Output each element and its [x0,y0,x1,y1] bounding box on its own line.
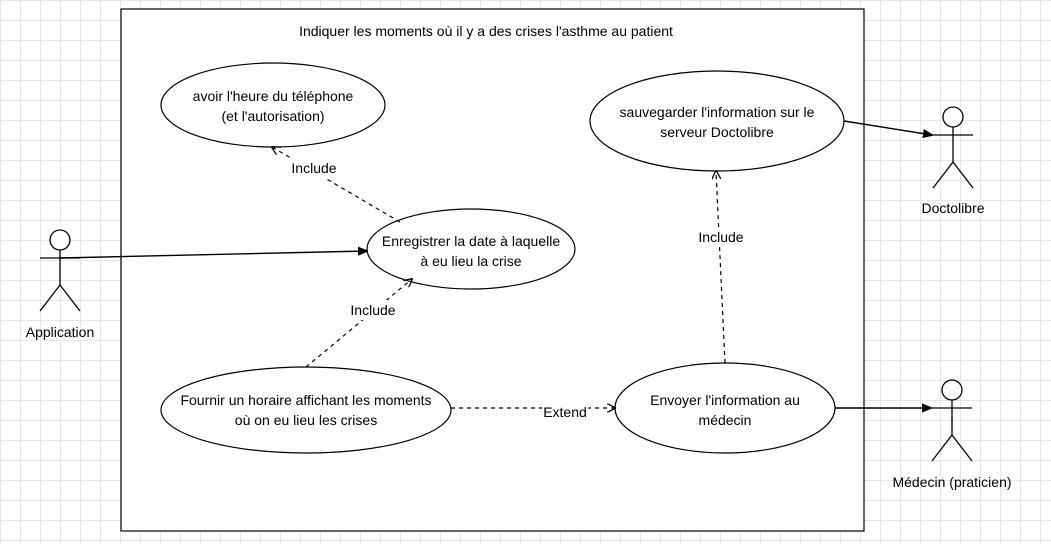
include-sauvegarder-edge [716,171,726,364]
actor-application[interactable] [39,229,81,312]
use-case-envoyer-label: Envoyer l'information au médecin [650,390,800,430]
include-heure-label: Include [290,158,338,178]
actor-doctolibre-label: Doctolibre [921,200,985,216]
actor-application-label: Application [25,324,95,340]
use-case-sauvegarder-label: sauvegarder l'information sur le serveur… [620,102,815,142]
use-case-fournir-line-2: où on eu lieu les crises [234,412,378,428]
use-case-enregistrer-line-1: Enregistrer la date à laquelle [381,233,561,249]
doctolibre-association [843,120,932,135]
application-association [59,251,367,259]
use-case-envoyer-line-2: médecin [698,412,752,428]
use-case-heure-line-1: avoir l'heure du téléphone [192,88,354,104]
actor-doctolibre[interactable] [932,106,974,189]
include-enregistrer-edge [305,279,412,368]
use-case-heure-line-2: (et l'autorisation) [221,108,325,124]
actor-medecin-label: Médecin (praticien) [892,474,1012,490]
use-case-heure-label: avoir l'heure du téléphone (et l'autoris… [193,86,354,126]
include-sauvegarder-label: Include [697,227,745,247]
use-case-fournir-line-1: Fournir un horaire affichant les moments [180,392,432,408]
use-case-envoyer-line-1: Envoyer l'information au [650,392,800,408]
system-title: Indiquer les moments où il y a des crise… [299,23,673,39]
extend-envoyer-label: Extend [542,402,588,422]
use-case-enregistrer-label: Enregistrer la date à laquelle à eu lieu… [382,231,560,271]
use-case-sauvegarder-line-1: sauvegarder l'information sur le [619,104,815,120]
include-enregistrer-label: Include [349,300,397,320]
actor-medecin[interactable] [931,379,973,462]
use-case-enregistrer-line-2: à eu lieu la crise [420,253,522,269]
use-case-sauvegarder-line-2: serveur Doctolibre [660,124,774,140]
use-case-fournir-label: Fournir un horaire affichant les moments… [180,390,431,430]
